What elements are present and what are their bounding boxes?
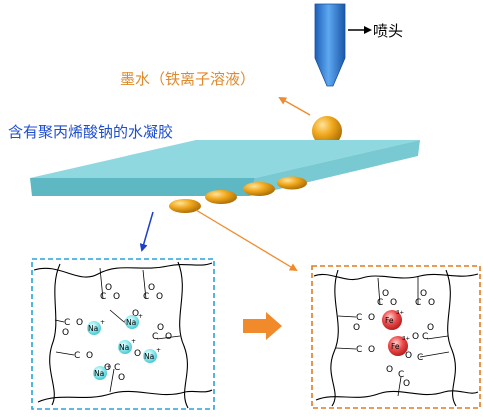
- svg-text:O: O: [427, 323, 434, 333]
- bond-lines: [335, 276, 450, 397]
- svg-text:O: O: [134, 349, 141, 359]
- iron-ion: Fe 3+: [388, 336, 410, 356]
- svg-text:O: O: [148, 283, 155, 293]
- svg-text:C: C: [74, 351, 80, 361]
- process-arrow: [243, 312, 282, 340]
- svg-text:+: +: [131, 338, 136, 345]
- printed-droplet: [277, 176, 307, 190]
- svg-text:O: O: [165, 332, 172, 342]
- svg-text:C: C: [356, 345, 362, 355]
- svg-text:O: O: [403, 379, 410, 389]
- svg-text:+: +: [138, 313, 143, 320]
- svg-text:Na: Na: [88, 324, 98, 333]
- iron-network-panel: O C O O C O C O O O C O C O O C O C O: [311, 265, 481, 409]
- svg-text:O: O: [62, 328, 69, 338]
- svg-text:O: O: [157, 323, 164, 333]
- sodium-ion: Na +: [93, 364, 111, 380]
- zoom-arrow-gel: [139, 211, 154, 252]
- svg-text:O: O: [76, 318, 83, 328]
- nozzle: [314, 3, 346, 87]
- svg-text:O: O: [156, 292, 163, 302]
- bond-lines: [54, 267, 181, 393]
- sodium-carboxylate-groups: O C O O C O C O O O C O C O O C O O C O: [62, 283, 172, 383]
- sodium-ion: Na +: [125, 313, 143, 329]
- svg-text:O: O: [412, 332, 419, 342]
- svg-text:C: C: [114, 363, 120, 373]
- iron-ion: Fe 3+: [382, 310, 404, 330]
- svg-text:O: O: [420, 289, 427, 299]
- svg-text:O: O: [113, 292, 120, 302]
- svg-text:O: O: [368, 313, 375, 323]
- sodium-panel-border: [31, 258, 215, 410]
- iron-ions: Fe 3+ Fe 3+: [382, 310, 410, 356]
- svg-text:O: O: [104, 363, 111, 373]
- svg-text:3+: 3+: [396, 310, 404, 316]
- hydrogel-label: 含有聚丙烯酸钠的水凝胶: [8, 123, 173, 141]
- svg-text:Fe: Fe: [385, 316, 394, 325]
- printed-droplets: [169, 176, 307, 213]
- svg-text:O: O: [118, 373, 125, 383]
- svg-text:O: O: [368, 345, 375, 355]
- svg-text:C: C: [417, 353, 423, 363]
- svg-text:Na: Na: [144, 352, 154, 361]
- sodium-network-panel: O C O O C O C O O O C O C O O C O O C O: [31, 258, 215, 410]
- svg-text:+: +: [106, 364, 111, 371]
- polymer-chains: [33, 261, 213, 409]
- sodium-ions: Na + Na + Na + Na + Na +: [87, 313, 161, 380]
- svg-text:O: O: [132, 309, 139, 319]
- svg-text:O: O: [382, 289, 389, 299]
- ink-pointer-arrow: [278, 97, 311, 116]
- svg-text:C: C: [64, 318, 70, 328]
- polymer-chains: [313, 269, 479, 407]
- svg-text:O: O: [386, 365, 393, 375]
- hydrogel-slab: [30, 140, 420, 196]
- falling-ink-droplet: [312, 116, 342, 146]
- printed-droplet: [243, 182, 275, 196]
- svg-text:Na: Na: [126, 318, 136, 327]
- svg-text:Na: Na: [119, 343, 129, 352]
- svg-text:C: C: [422, 332, 428, 342]
- svg-text:O: O: [105, 283, 112, 293]
- sodium-ion: Na +: [143, 347, 161, 363]
- printed-droplet: [169, 199, 201, 213]
- zoom-arrow-droplet: [195, 209, 298, 272]
- printed-droplet: [205, 190, 237, 204]
- svg-text:Na: Na: [94, 369, 104, 378]
- svg-text:+: +: [156, 347, 161, 354]
- svg-text:C: C: [398, 370, 404, 380]
- nozzle-label: 喷头: [373, 22, 403, 40]
- svg-text:O: O: [353, 323, 360, 333]
- svg-text:O: O: [428, 298, 435, 308]
- svg-text:O: O: [390, 298, 397, 308]
- svg-text:C: C: [152, 332, 158, 342]
- svg-text:O: O: [86, 351, 93, 361]
- svg-text:+: +: [100, 319, 105, 326]
- ink-label: 墨水（铁离子溶液）: [120, 70, 255, 88]
- sodium-ion: Na +: [87, 319, 105, 335]
- svg-text:O: O: [405, 351, 412, 361]
- svg-text:Fe: Fe: [391, 342, 400, 351]
- sodium-ion: Na +: [118, 338, 136, 354]
- svg-text:C: C: [356, 313, 362, 323]
- svg-text:3+: 3+: [402, 336, 410, 342]
